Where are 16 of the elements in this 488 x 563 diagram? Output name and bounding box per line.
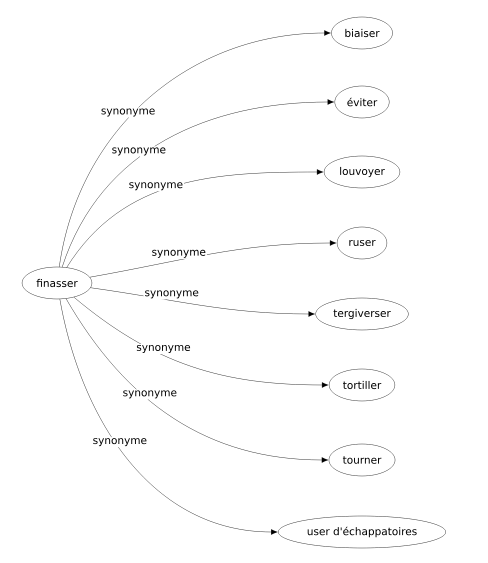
edge-label: synonyme xyxy=(128,181,184,192)
edge-label: synonyme xyxy=(100,108,156,118)
arrow xyxy=(59,30,331,268)
edge-label: synonyme xyxy=(92,437,148,448)
arrow xyxy=(66,169,324,268)
edge-label: synonyme xyxy=(144,289,200,300)
arrow xyxy=(90,288,315,317)
arrow xyxy=(66,298,328,463)
arrow xyxy=(90,240,336,278)
edge-label: synonyme xyxy=(122,389,178,400)
arrow xyxy=(60,298,278,535)
arrow xyxy=(62,99,334,268)
edge-label: synonyme xyxy=(135,344,192,354)
edge-label: synonyme xyxy=(150,248,207,259)
edge-label: synonyme xyxy=(110,146,167,156)
arrow xyxy=(74,297,328,388)
